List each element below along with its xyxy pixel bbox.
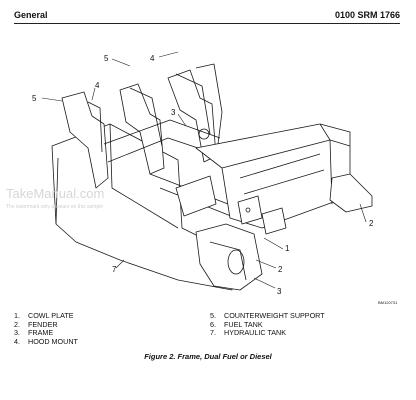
document-reference: 0100 SRM 1766 (334, 10, 400, 20)
counterweight-support (329, 173, 373, 213)
legend-column-left: 1.COWL PLATE 2.FENDER 3.FRAME 4.HOOD MOU… (14, 311, 78, 346)
legend-item: 4.HOOD MOUNT (14, 336, 78, 346)
section-title: General (14, 10, 48, 20)
callout-label: 3 (277, 287, 282, 296)
legend-item: 2.FENDER (14, 319, 58, 329)
legend-item: 5.COUNTERWEIGHT SUPPORT (210, 311, 325, 320)
callout-label: 5 (32, 94, 37, 103)
legend-item: 1.COWL PLATE (14, 311, 74, 320)
figure-code: BM120731 (378, 300, 398, 305)
callout-label: 5 (104, 54, 109, 63)
frame-illustration: 5 4 5 4 3 1 2 2 3 7 TakeManual.com The w… (6, 51, 398, 305)
figure-caption: Figure 2. Frame, Dual Fuel or Diesel (144, 352, 272, 361)
callout-label: 2 (278, 265, 283, 274)
left-upright (61, 91, 109, 189)
frame-box (195, 123, 351, 229)
legend-item: 6.FUEL TANK (210, 319, 263, 329)
header-divider (14, 23, 400, 24)
callout-label: 7 (112, 265, 117, 274)
watermark-note: The watermark only appears on this sampl… (6, 204, 103, 210)
legend-item: 7.HYDRAULIC TANK (210, 328, 287, 338)
callout-label: 4 (150, 54, 155, 63)
callout-label: 2 (369, 219, 374, 228)
legend-item: 3.FRAME (14, 328, 54, 338)
callout-label: 4 (95, 81, 100, 90)
callout-label: 1 (285, 244, 290, 253)
watermark: TakeManual.com (6, 186, 104, 201)
legend-column-right: 5.COUNTERWEIGHT SUPPORT 6.FUEL TANK 7.HY… (210, 311, 325, 338)
callout-label: 3 (171, 108, 176, 117)
